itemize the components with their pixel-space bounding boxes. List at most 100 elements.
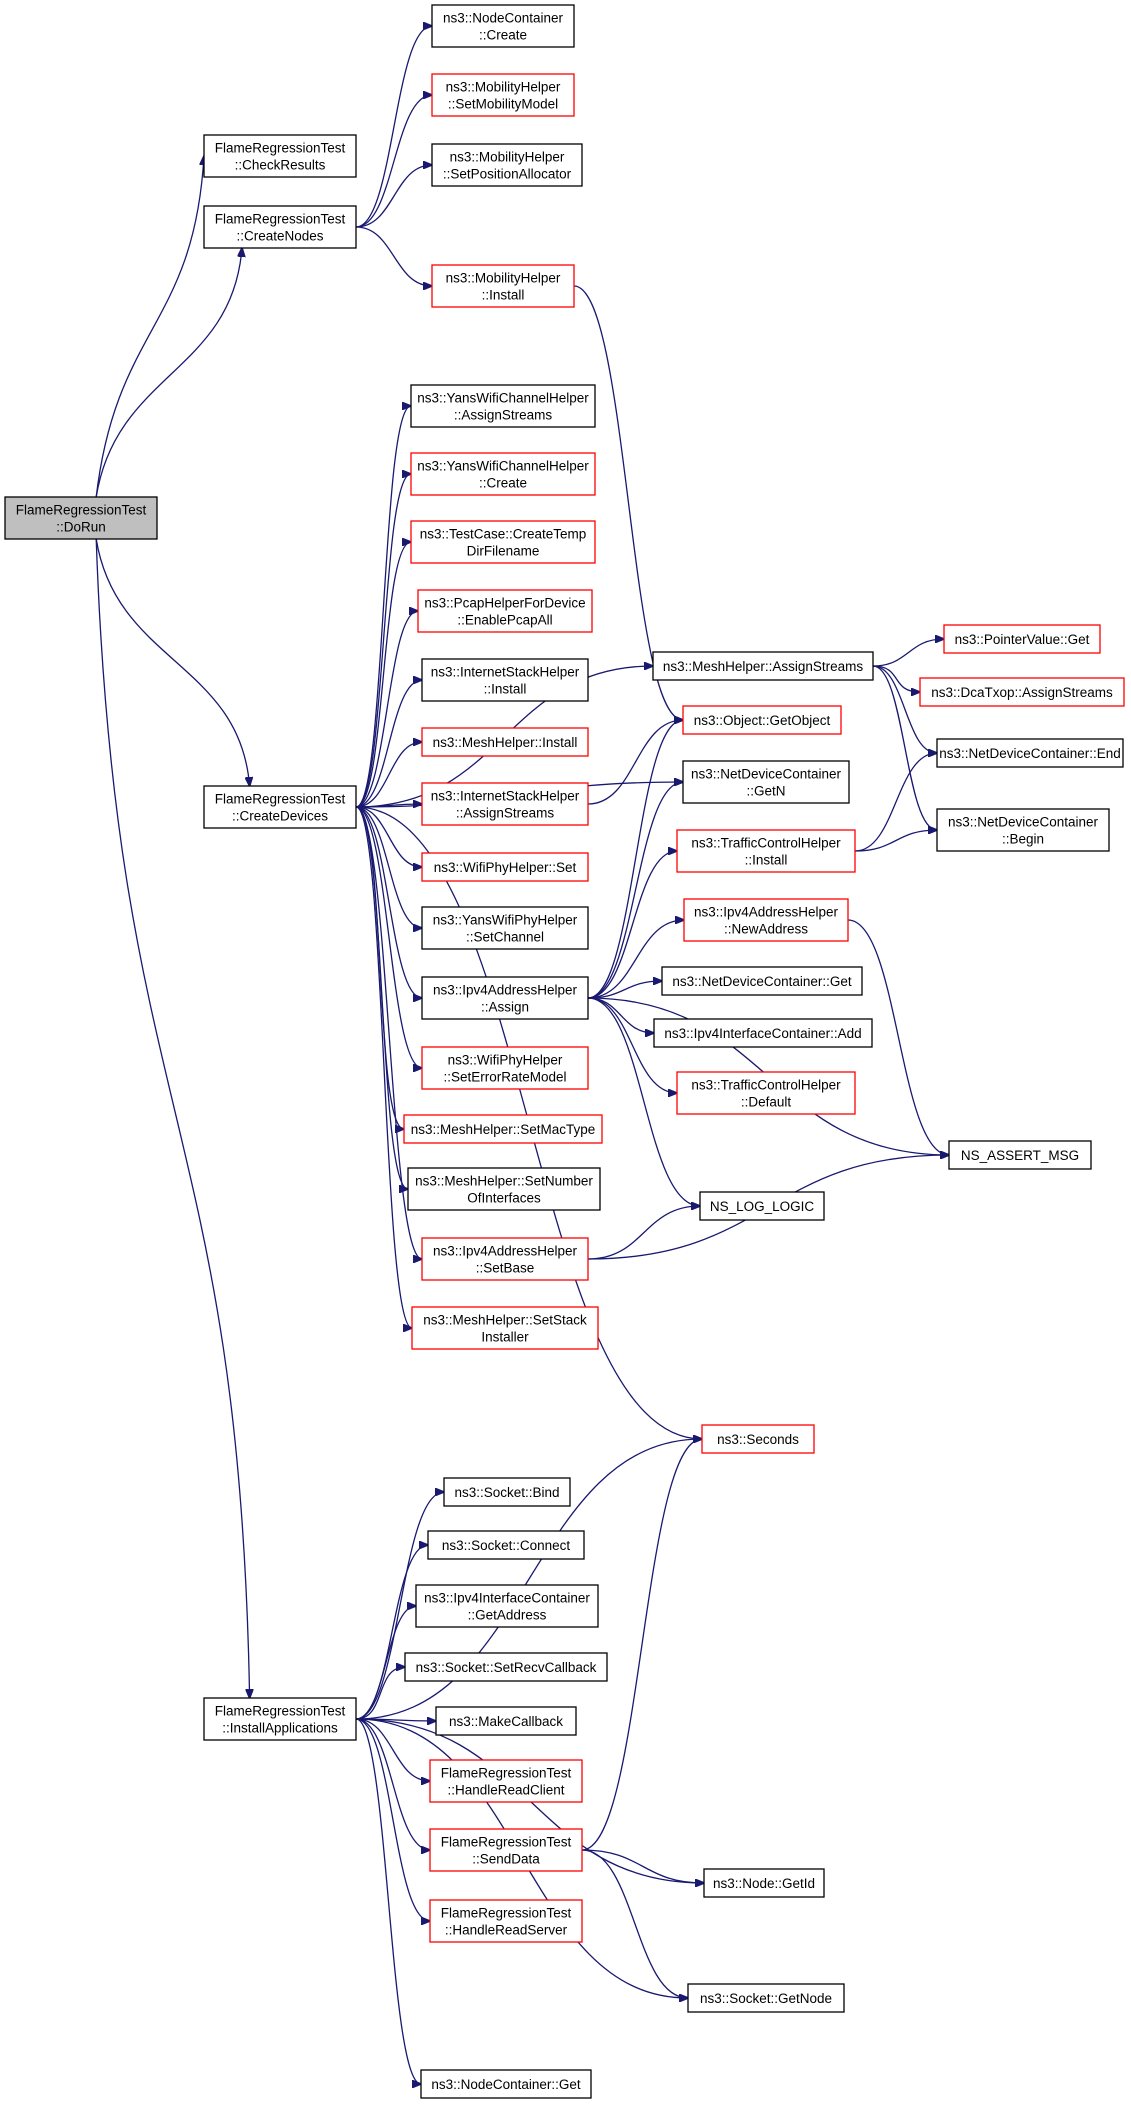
node-label: ::GetN xyxy=(746,784,785,799)
node-label: ::CreateDevices xyxy=(232,809,328,824)
edge-createdevices-to-ywch_create xyxy=(355,474,411,808)
edge-meshh_assign-to-ptr_get xyxy=(872,639,944,667)
node-label: ::SetChannel xyxy=(466,930,544,945)
node-meshh_setmac[interactable]: ns3::MeshHelper::SetMacType xyxy=(403,1114,603,1144)
node-ipv4ic_getaddr[interactable]: ns3::Ipv4InterfaceContainer::GetAddress xyxy=(415,1584,599,1628)
node-box xyxy=(661,966,863,996)
node-sock_setrecv[interactable]: ns3::Socket::SetRecvCallback xyxy=(404,1652,608,1682)
node-mh_install[interactable]: ns3::MobilityHelper::Install xyxy=(431,264,575,308)
edge-senddata-to-node_getid xyxy=(581,1849,704,1883)
node-wph_seterr[interactable]: ns3::WifiPhyHelper::SetErrorRateModel xyxy=(421,1046,589,1090)
node-obj_getobject[interactable]: ns3::Object::GetObject xyxy=(682,705,842,735)
edge-installapps-to-handle_server xyxy=(355,1718,430,1921)
node-label: ::SetMobilityModel xyxy=(448,97,558,112)
node-label: ns3::Node::GetId xyxy=(713,1876,815,1891)
node-box xyxy=(407,1167,601,1211)
node-box xyxy=(203,785,357,829)
node-ns_log[interactable]: NS_LOG_LOGIC xyxy=(699,1191,825,1221)
node-label: ::Install xyxy=(745,853,788,868)
node-ipv4ah_assign[interactable]: ns3::Ipv4AddressHelper::Assign xyxy=(421,976,589,1020)
node-label: ::Install xyxy=(484,682,527,697)
edge-ipv4ah_setbase-to-ns_log xyxy=(587,1206,700,1260)
edge-mh_install-to-obj_getobject xyxy=(573,285,683,720)
node-label: ::DoRun xyxy=(56,520,106,535)
node-ns_assert[interactable]: NS_ASSERT_MSG xyxy=(948,1140,1092,1170)
node-meshh_assign[interactable]: ns3::MeshHelper::AssignStreams xyxy=(652,651,874,681)
node-sock_getnode[interactable]: ns3::Socket::GetNode xyxy=(687,1983,845,2013)
node-ywch_create[interactable]: ns3::YansWifiChannelHelper::Create xyxy=(410,452,596,496)
node-box xyxy=(948,1140,1092,1170)
node-handle_client[interactable]: FlameRegressionTest::HandleReadClient xyxy=(429,1759,583,1803)
node-box xyxy=(431,264,575,308)
node-label: ns3::Socket::Connect xyxy=(442,1538,571,1553)
edge-createdevices-to-meshh_setstack xyxy=(355,806,412,1328)
node-label: ::NewAddress xyxy=(724,922,808,937)
node-ipv4ic_add[interactable]: ns3::Ipv4InterfaceContainer::Add xyxy=(653,1018,873,1048)
node-nc_get[interactable]: ns3::NodeContainer::Get xyxy=(420,2069,592,2099)
node-label: ns3::WifiPhyHelper xyxy=(448,1053,563,1068)
node-pcap_enable[interactable]: ns3::PcapHelperForDevice::EnablePcapAll xyxy=(417,589,593,633)
node-nc_create[interactable]: ns3::NodeContainer::Create xyxy=(431,4,575,48)
node-ywph_setchan[interactable]: ns3::YansWifiPhyHelper::SetChannel xyxy=(421,906,589,950)
node-sock_bind[interactable]: ns3::Socket::Bind xyxy=(443,1477,571,1507)
node-meshh_install[interactable]: ns3::MeshHelper::Install xyxy=(421,727,589,757)
node-ndc_get[interactable]: ns3::NetDeviceContainer::Get xyxy=(661,966,863,996)
node-mh_setpos[interactable]: ns3::MobilityHelper::SetPositionAllocato… xyxy=(431,143,583,187)
node-box xyxy=(421,1237,589,1281)
node-ptr_get[interactable]: ns3::PointerValue::Get xyxy=(943,624,1101,654)
node-ndc_end[interactable]: ns3::NetDeviceContainer::End xyxy=(936,738,1124,768)
node-tch_default[interactable]: ns3::TrafficControlHelper::Default xyxy=(676,1071,856,1115)
node-label: ::AssignStreams xyxy=(456,806,555,821)
node-tch_install[interactable]: ns3::TrafficControlHelper::Install xyxy=(676,829,856,873)
node-label: ::HandleReadClient xyxy=(447,1783,564,1798)
node-sock_connect[interactable]: ns3::Socket::Connect xyxy=(427,1530,585,1560)
node-ipv4ah_newaddr[interactable]: ns3::Ipv4AddressHelper::NewAddress xyxy=(683,898,849,942)
node-box xyxy=(682,705,842,735)
node-installapps[interactable]: FlameRegressionTest::InstallApplications xyxy=(203,1697,357,1741)
edge-senddata-to-sock_getnode xyxy=(581,1849,688,1998)
edge-ipv4ah_assign-to-ipv4ic_add xyxy=(587,997,654,1033)
node-box xyxy=(4,496,158,540)
node-box xyxy=(429,1828,583,1872)
edge-createnodes-to-mh_setmob xyxy=(355,95,432,228)
node-label: ns3::NetDeviceContainer::Get xyxy=(672,974,852,989)
node-box xyxy=(652,651,874,681)
node-makecallback[interactable]: ns3::MakeCallback xyxy=(435,1706,577,1736)
node-createdevices[interactable]: FlameRegressionTest::CreateDevices xyxy=(203,785,357,829)
node-createnodes[interactable]: FlameRegressionTest::CreateNodes xyxy=(203,205,357,249)
node-ndc_getn[interactable]: ns3::NetDeviceContainer::GetN xyxy=(682,760,850,804)
edge-createnodes-to-mh_setpos xyxy=(355,165,432,228)
node-handle_server[interactable]: FlameRegressionTest::HandleReadServer xyxy=(429,1899,583,1943)
node-label: FlameRegressionTest xyxy=(441,1766,572,1781)
edge-installapps-to-handle_client xyxy=(355,1718,430,1781)
node-senddata[interactable]: FlameRegressionTest::SendData xyxy=(429,1828,583,1872)
node-ish_install[interactable]: ns3::InternetStackHelper::Install xyxy=(421,658,589,702)
node-checkresults[interactable]: FlameRegressionTest::CheckResults xyxy=(203,134,357,178)
node-ish_assign[interactable]: ns3::InternetStackHelper::AssignStreams xyxy=(421,782,589,826)
edge-dorun-to-createnodes xyxy=(95,248,242,498)
node-mh_setmob[interactable]: ns3::MobilityHelper::SetMobilityModel xyxy=(431,73,575,117)
node-ndc_begin[interactable]: ns3::NetDeviceContainer::Begin xyxy=(936,808,1110,852)
node-label: FlameRegressionTest xyxy=(215,792,346,807)
node-label: ::Create xyxy=(479,476,527,491)
node-box xyxy=(410,452,596,496)
node-wph_set[interactable]: ns3::WifiPhyHelper::Set xyxy=(421,852,589,882)
node-node_getid[interactable]: ns3::Node::GetId xyxy=(703,1868,825,1898)
node-dorun[interactable]: FlameRegressionTest::DoRun xyxy=(4,496,158,540)
node-dca_assign[interactable]: ns3::DcaTxop::AssignStreams xyxy=(919,677,1125,707)
node-box xyxy=(420,2069,592,2099)
node-label: ::Install xyxy=(482,288,525,303)
node-label: ns3::Seconds xyxy=(717,1432,799,1447)
node-ipv4ah_setbase[interactable]: ns3::Ipv4AddressHelper::SetBase xyxy=(421,1237,589,1281)
edge-createdevices-to-wph_set xyxy=(355,806,422,867)
node-box xyxy=(919,677,1125,707)
edge-ipv4ah_assign-to-ipv4ah_newaddr xyxy=(587,920,684,999)
node-seconds[interactable]: ns3::Seconds xyxy=(701,1424,815,1454)
node-box xyxy=(676,1071,856,1115)
node-ywch_assign[interactable]: ns3::YansWifiChannelHelper::AssignStream… xyxy=(410,384,596,428)
node-box xyxy=(203,1697,357,1741)
